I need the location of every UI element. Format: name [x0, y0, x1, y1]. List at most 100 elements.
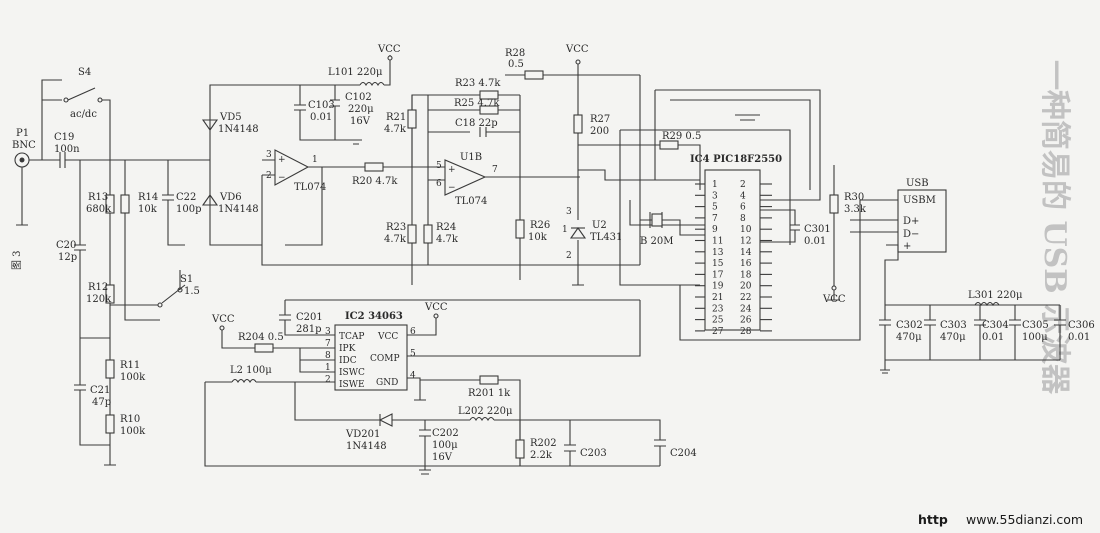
- svg-text:−: −: [278, 173, 286, 183]
- ic4-pin-8: 8: [740, 214, 746, 224]
- ic2-comp: COMP: [370, 354, 400, 364]
- c202-label: C202: [432, 428, 459, 439]
- c305-label: C305: [1022, 320, 1049, 331]
- ic4-pin-3: 3: [712, 191, 718, 201]
- ic4-pin-21: 21: [712, 293, 723, 303]
- ic2-pin6: 6: [410, 327, 416, 337]
- c204-label: C204: [670, 448, 697, 459]
- ic4-pin-20: 20: [740, 282, 752, 292]
- ic2-label: IC2 34063: [345, 311, 403, 322]
- power-filter-section: L301 220μ C302 470μ C303 470μ C304 0.01 …: [879, 290, 1095, 374]
- ic2-pin8: 8: [325, 351, 331, 361]
- r202-value: 2.2k: [530, 450, 553, 461]
- c18-label: C18 22p: [455, 118, 498, 129]
- c306-label: C306: [1068, 320, 1095, 331]
- vcc-label-3: VCC: [822, 294, 846, 305]
- c20-value: 12p: [58, 252, 77, 263]
- usb-label: USB: [906, 178, 929, 189]
- c102-value2: 16V: [350, 116, 371, 127]
- r24-label: R24: [436, 222, 456, 233]
- input-section: P1 BNC S4 ac/dc C19 100n 图 3: [11, 67, 112, 270]
- r28-label: R28: [505, 48, 525, 59]
- ic4-pin-group: 1357911131517192123252724681012141618202…: [695, 180, 772, 337]
- r20-label: R20 4.7k: [352, 176, 398, 187]
- ic2-gnd: GND: [376, 378, 398, 388]
- ic2-ipk: IPK: [339, 344, 356, 354]
- c203-label: C203: [580, 448, 607, 459]
- vd5-value: 1N4148: [218, 124, 259, 135]
- usb-dminus-label: D−: [903, 229, 919, 240]
- r27-value: 200: [590, 126, 609, 137]
- r26-label: R26: [530, 220, 550, 231]
- c302-value: 470μ: [896, 332, 922, 343]
- ic4-pin-16: 16: [740, 259, 752, 269]
- opamp-a-pin3: 3: [266, 150, 272, 160]
- ic4-pin-10: 10: [740, 225, 752, 235]
- vd6-label: VD6: [219, 192, 242, 203]
- c303-label: C303: [940, 320, 967, 331]
- ic2-pin4: 4: [410, 371, 416, 381]
- vd201-value: 1N4148: [346, 441, 387, 452]
- p1-label: P1: [16, 128, 29, 139]
- ic2-idc: IDC: [339, 356, 357, 366]
- r26-value: 10k: [528, 232, 548, 243]
- r30-value: 3.3k: [844, 204, 867, 215]
- s4-label: S4: [78, 67, 91, 78]
- l202-label: L202 220μ: [458, 406, 513, 417]
- ic4-pin-1: 1: [712, 180, 718, 190]
- ic2-iswe: ISWE: [339, 380, 365, 390]
- ic2-pin5: 5: [410, 349, 416, 359]
- r23a-label: R23 4.7k: [455, 78, 501, 89]
- r30-label: R30: [844, 192, 864, 203]
- ic4-pin-27: 27: [712, 327, 724, 337]
- r201-label: R201 1k: [468, 388, 511, 399]
- u2-pin-r: 1: [562, 225, 568, 235]
- vcc-label-2: VCC: [565, 44, 589, 55]
- c301-label: C301: [804, 224, 831, 235]
- r21-value: 4.7k: [384, 124, 407, 135]
- r12-label: R12: [88, 282, 108, 293]
- ic4-pin-9: 9: [712, 225, 718, 235]
- ic4-pin-14: 14: [740, 248, 752, 258]
- r14-label: R14: [138, 192, 158, 203]
- page-title-bleed: 一种简易的 USB 示波器: [1037, 60, 1072, 395]
- ic2-tcap: TCAP: [339, 332, 364, 342]
- vd6-value: 1N4148: [218, 204, 259, 215]
- ic4-pin-26: 26: [740, 316, 752, 326]
- c20-label: C20: [56, 240, 76, 251]
- r10-value: 100k: [120, 426, 146, 437]
- attenuator-section: R13 680k R12 120k R11 100k R10 100k C20 …: [56, 159, 210, 466]
- amplifier-section: R21 4.7k R23 4.7k R24 4.7k +− 5 6 7 U1B …: [384, 48, 640, 285]
- u2-pin-a: 2: [566, 251, 572, 261]
- c303-value: 470μ: [940, 332, 966, 343]
- c304-value: 0.01: [982, 332, 1004, 343]
- ic2-pin7: 7: [325, 339, 331, 349]
- c302-label: C302: [896, 320, 923, 331]
- ic4-pin-11: 11: [712, 237, 723, 247]
- c102-label: C102: [345, 92, 372, 103]
- r10-label: R10: [120, 414, 140, 425]
- c103-value: 0.01: [310, 112, 332, 123]
- opamp-b-pin5: 5: [436, 161, 442, 171]
- opamp-a-pin1: 1: [312, 155, 318, 165]
- usb-dplus-label: D+: [903, 216, 919, 227]
- svg-text:+: +: [448, 165, 456, 175]
- ic4-pin-12: 12: [740, 237, 751, 247]
- ic4-pin-7: 7: [712, 214, 718, 224]
- l301-label: L301 220μ: [968, 290, 1023, 301]
- c19-value: 100n: [54, 144, 80, 155]
- vcc-label-1: VCC: [377, 44, 401, 55]
- c22-label: C22: [176, 192, 196, 203]
- r11-label: R11: [120, 360, 140, 371]
- c201-value: 281p: [296, 324, 322, 335]
- r202-label: R202: [530, 438, 557, 449]
- s1-label: S1: [180, 274, 193, 285]
- opamp-b-pin7: 7: [492, 165, 498, 175]
- r204-label: R204 0.5: [238, 332, 284, 343]
- ic2-pin3: 3: [325, 327, 331, 337]
- ic4-pin-28: 28: [740, 327, 752, 337]
- watermark-url: www.55dianzi.com: [966, 512, 1083, 527]
- input-buffer-section: VD5 1N4148 VD6 1N4148 +− 3 2 1 TL074 R20…: [201, 44, 640, 266]
- page-title: 一种简易的 USB 示波器: [1037, 60, 1072, 395]
